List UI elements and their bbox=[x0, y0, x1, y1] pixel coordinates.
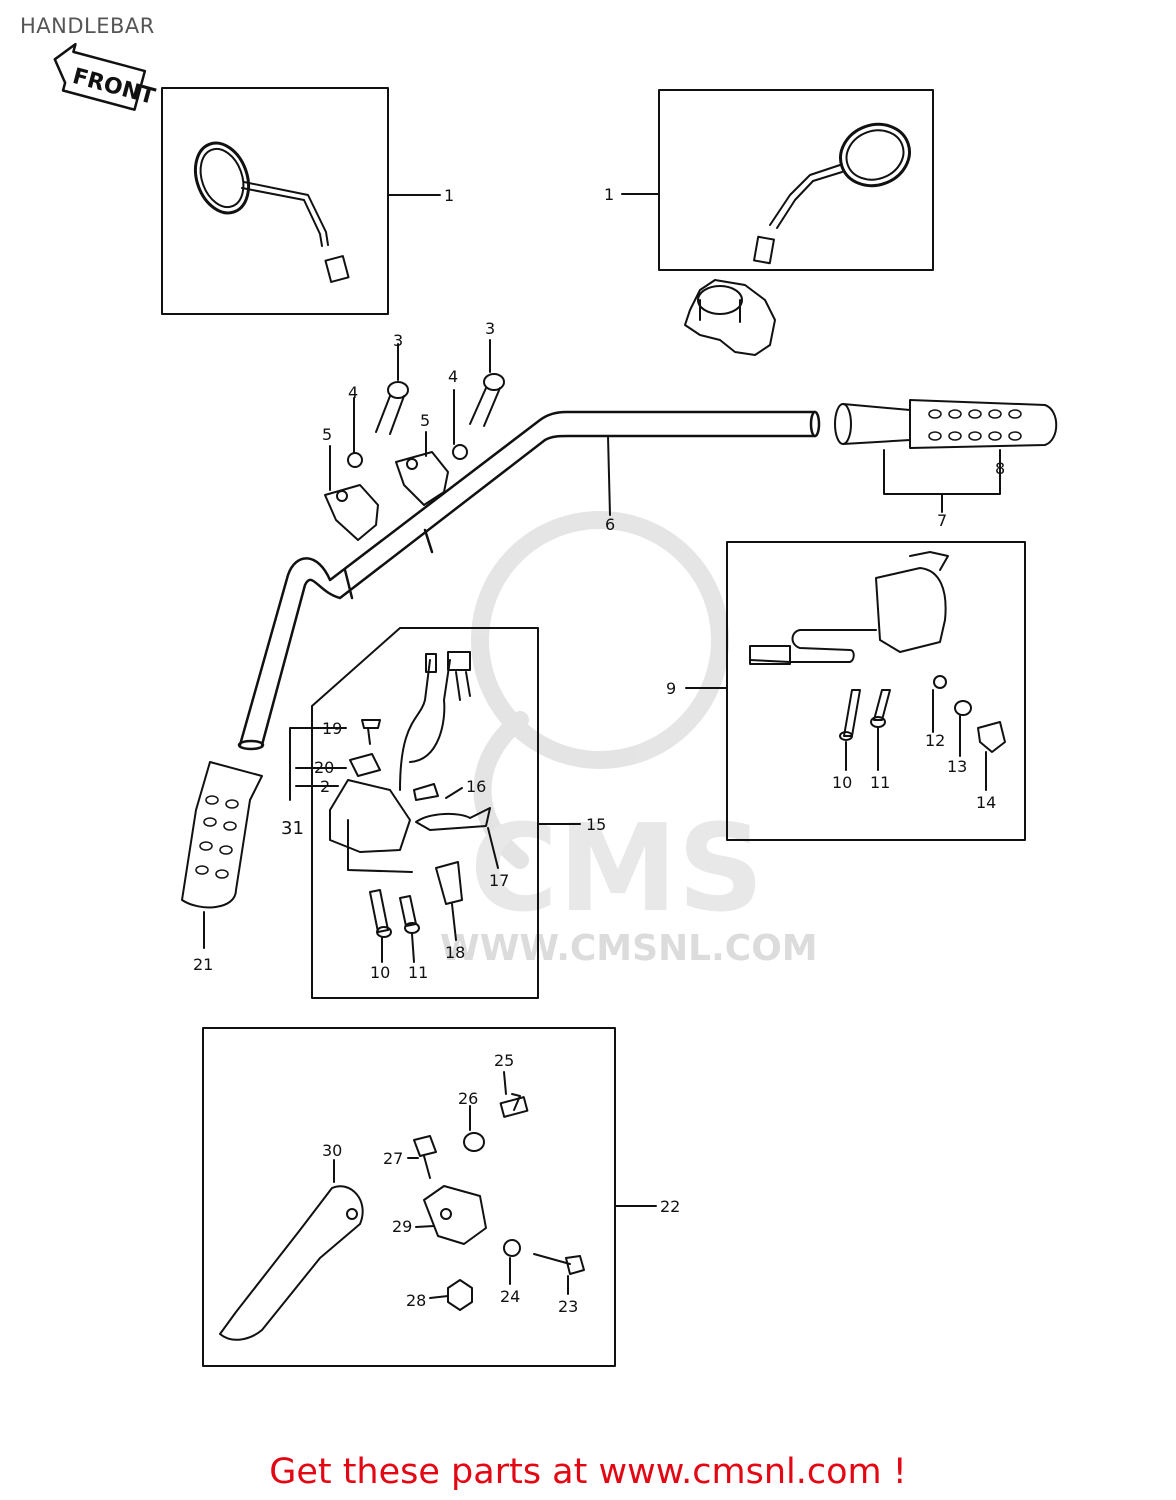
bolt-3a-icon bbox=[375, 381, 409, 435]
callout-14: 14 bbox=[976, 793, 996, 812]
nut-4b-icon bbox=[452, 444, 468, 460]
callout-19: 19 bbox=[322, 719, 342, 738]
spring-12-icon bbox=[933, 675, 947, 689]
callout-10-right: 10 bbox=[832, 773, 852, 792]
throttle-switch-frame bbox=[726, 541, 1026, 841]
callout-15: 15 bbox=[586, 815, 606, 834]
callout-1-left: 1 bbox=[444, 186, 454, 205]
callout-7: 7 bbox=[937, 511, 947, 530]
spring-13-icon bbox=[954, 700, 972, 716]
callout-11-left: 11 bbox=[408, 963, 428, 982]
screw-11b-icon bbox=[399, 895, 420, 934]
callout-4-right: 4 bbox=[448, 367, 458, 386]
callout-27: 27 bbox=[383, 1149, 403, 1168]
holder-5a-icon bbox=[324, 484, 379, 541]
clip-18-icon bbox=[435, 861, 463, 905]
callout-9: 9 bbox=[666, 679, 676, 698]
clutch-lever-icon bbox=[219, 1185, 364, 1341]
callout-12: 12 bbox=[925, 731, 945, 750]
nut-28-icon bbox=[447, 1279, 473, 1311]
left-grip-icon bbox=[181, 761, 263, 909]
bracket-16-icon bbox=[413, 783, 439, 801]
callout-20: 20 bbox=[314, 758, 334, 777]
clutch-lever-frame bbox=[202, 1027, 616, 1367]
callout-10-left: 10 bbox=[370, 963, 390, 982]
callout-28: 28 bbox=[406, 1291, 426, 1310]
bolt-27-icon bbox=[413, 1135, 437, 1179]
callout-5-left: 5 bbox=[322, 425, 332, 444]
knob-14-icon bbox=[977, 721, 1006, 753]
screw-10b-icon bbox=[369, 889, 392, 938]
master-cylinder-icon bbox=[684, 279, 776, 356]
screw-10a-icon bbox=[839, 689, 861, 741]
plate-20-icon bbox=[349, 753, 381, 777]
front-arrow-icon: FRONT bbox=[53, 42, 158, 111]
washer-24-icon bbox=[503, 1239, 521, 1257]
callout-6: 6 bbox=[605, 515, 615, 534]
right-switch-housing-icon bbox=[749, 551, 949, 665]
callout-2: 2 bbox=[320, 777, 330, 796]
watermark-logo: CMS bbox=[470, 511, 764, 939]
left-switch-frame bbox=[311, 627, 539, 999]
callout-4-left: 4 bbox=[348, 383, 358, 402]
left-switch-housing-icon bbox=[329, 651, 471, 873]
callout-29: 29 bbox=[392, 1217, 412, 1236]
callout-16: 16 bbox=[466, 777, 486, 796]
callout-22: 22 bbox=[660, 1197, 680, 1216]
callout-3-left: 3 bbox=[393, 331, 403, 350]
screw-19-icon bbox=[361, 719, 381, 745]
mirror-left-frame bbox=[161, 87, 389, 315]
bolt-3b-icon bbox=[469, 373, 505, 427]
clamp-17-icon bbox=[415, 807, 491, 831]
mirror-left-icon bbox=[193, 141, 350, 283]
callout-23: 23 bbox=[558, 1297, 578, 1316]
page-title: HANDLEBAR bbox=[20, 14, 155, 38]
callout-31: 31 bbox=[281, 818, 304, 839]
callout-17: 17 bbox=[489, 871, 509, 890]
callout-26: 26 bbox=[458, 1089, 478, 1108]
callout-5-right: 5 bbox=[420, 411, 430, 430]
bolt-23-icon bbox=[533, 1253, 585, 1275]
get-parts-link[interactable]: Get these parts at www.cmsnl.com ! bbox=[269, 1452, 907, 1492]
callout-18: 18 bbox=[445, 943, 465, 962]
nut-4a-icon bbox=[347, 452, 363, 468]
adjuster-25-icon bbox=[499, 1093, 529, 1118]
mirror-right-icon bbox=[753, 122, 911, 265]
callout-11-right: 11 bbox=[870, 773, 890, 792]
callout-13: 13 bbox=[947, 757, 967, 776]
locknut-26-icon bbox=[463, 1132, 485, 1152]
callout-21: 21 bbox=[193, 955, 213, 974]
callout-30: 30 bbox=[322, 1141, 342, 1160]
screw-11a-icon bbox=[870, 689, 891, 728]
lever-holder-icon bbox=[423, 1185, 487, 1245]
throttle-grip-icon bbox=[834, 399, 1058, 449]
watermark-url: WWW.CMSNL.COM bbox=[440, 928, 818, 969]
callout-24: 24 bbox=[500, 1287, 520, 1306]
mirror-right-frame bbox=[658, 89, 934, 271]
callout-25: 25 bbox=[494, 1051, 514, 1070]
svg-text:CMS: CMS bbox=[470, 800, 764, 939]
callout-3-right: 3 bbox=[485, 319, 495, 338]
callout-8: 8 bbox=[995, 459, 1005, 478]
callout-1-right: 1 bbox=[604, 185, 614, 204]
handlebar-icon bbox=[237, 410, 821, 751]
